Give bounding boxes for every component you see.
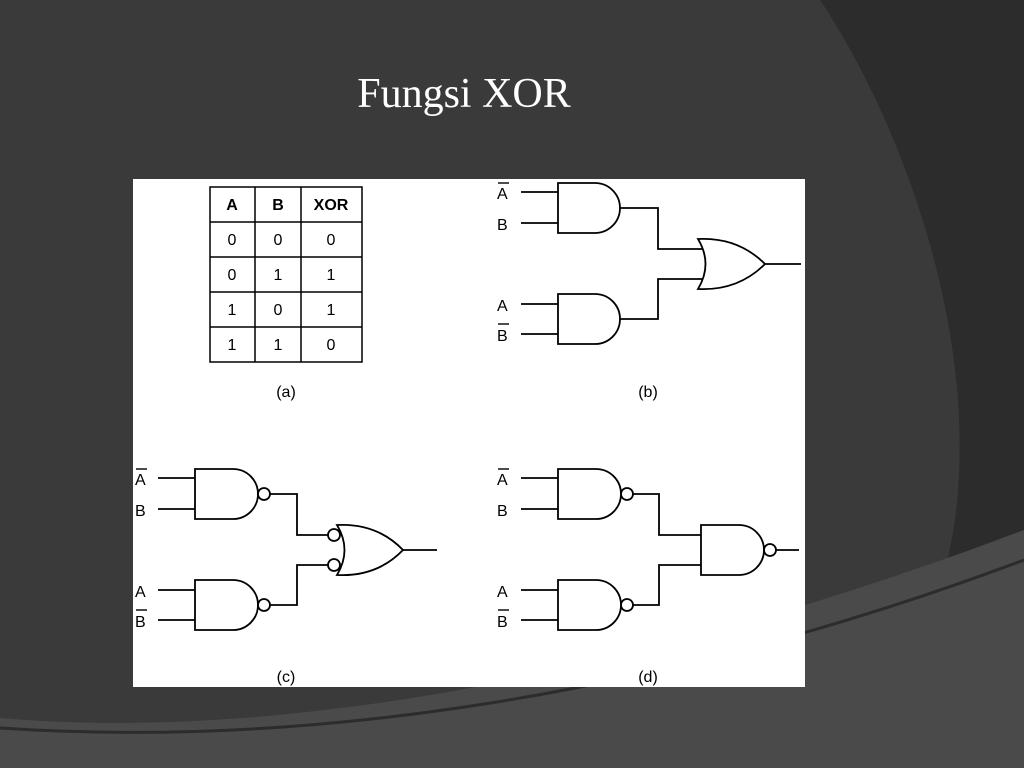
nand-bubble	[620, 487, 634, 501]
truth-table: A B XOR 0 0 0 0 1 1 1 0 1 1 1 0 (a)	[209, 186, 363, 401]
nand-bubble	[620, 598, 634, 612]
table-cell: 1	[228, 302, 237, 319]
table-cell: 1	[327, 302, 336, 319]
input-label-a: A	[135, 584, 146, 601]
nand-bubble	[257, 487, 271, 501]
caption-b: (b)	[638, 384, 658, 401]
table-cell: 0	[327, 232, 336, 249]
nand-gate-bottom	[557, 579, 622, 631]
input-label-a-bar: A	[497, 472, 508, 489]
table-cell: 1	[327, 267, 336, 284]
nand-gate-top	[557, 468, 622, 520]
table-cell: 0	[228, 232, 237, 249]
slide-title: Fungsi XOR	[357, 71, 571, 117]
caption-c: (c)	[277, 669, 296, 686]
input-label-a-bar: A	[497, 186, 508, 203]
caption-d: (d)	[638, 669, 658, 686]
nand-gate-bottom	[194, 579, 259, 631]
and-gate-top	[557, 182, 621, 234]
circuit-c: A B A B (c)	[135, 468, 437, 686]
circuit-d: A B A B (d)	[497, 468, 799, 686]
input-label-a: A	[497, 298, 508, 315]
table-cell: 1	[274, 337, 283, 354]
table-cell: 1	[274, 267, 283, 284]
input-label-b: B	[497, 217, 508, 234]
circuit-b: A B A B (b)	[497, 182, 801, 401]
or-gate	[696, 238, 767, 290]
table-cell: 0	[274, 302, 283, 319]
table-cell: 1	[228, 337, 237, 354]
table-cell: 0	[228, 267, 237, 284]
input-label-b-bar: B	[497, 614, 508, 631]
bottom-swoosh-light	[0, 530, 1024, 768]
nand-gate-output	[700, 524, 765, 576]
input-label-b: B	[135, 503, 146, 520]
and-gate-bottom	[557, 293, 621, 345]
nand-bubble	[257, 598, 271, 612]
inverted-input-bubble	[327, 558, 341, 572]
input-label-b-bar: B	[497, 328, 508, 345]
table-header-xor: XOR	[314, 197, 349, 214]
table-header-b: B	[272, 197, 284, 214]
input-label-a-bar: A	[135, 472, 146, 489]
or-gate-inverted-inputs	[335, 524, 405, 576]
table-header-a: A	[226, 197, 238, 214]
table-cell: 0	[274, 232, 283, 249]
table-cell: 0	[327, 337, 336, 354]
caption-a: (a)	[276, 384, 296, 401]
input-label-b: B	[497, 503, 508, 520]
nand-gate-top	[194, 468, 259, 520]
inverted-input-bubble	[327, 528, 341, 542]
input-label-b-bar: B	[135, 614, 146, 631]
nand-bubble	[763, 543, 777, 557]
input-label-a: A	[497, 584, 508, 601]
xor-diagram: A B XOR 0 0 0 0 1 1 1 0 1 1 1 0 (a) A B …	[135, 182, 801, 686]
xor-figure: A B XOR 0 0 0 0 1 1 1 0 1 1 1 0 (a) A B …	[133, 179, 805, 687]
